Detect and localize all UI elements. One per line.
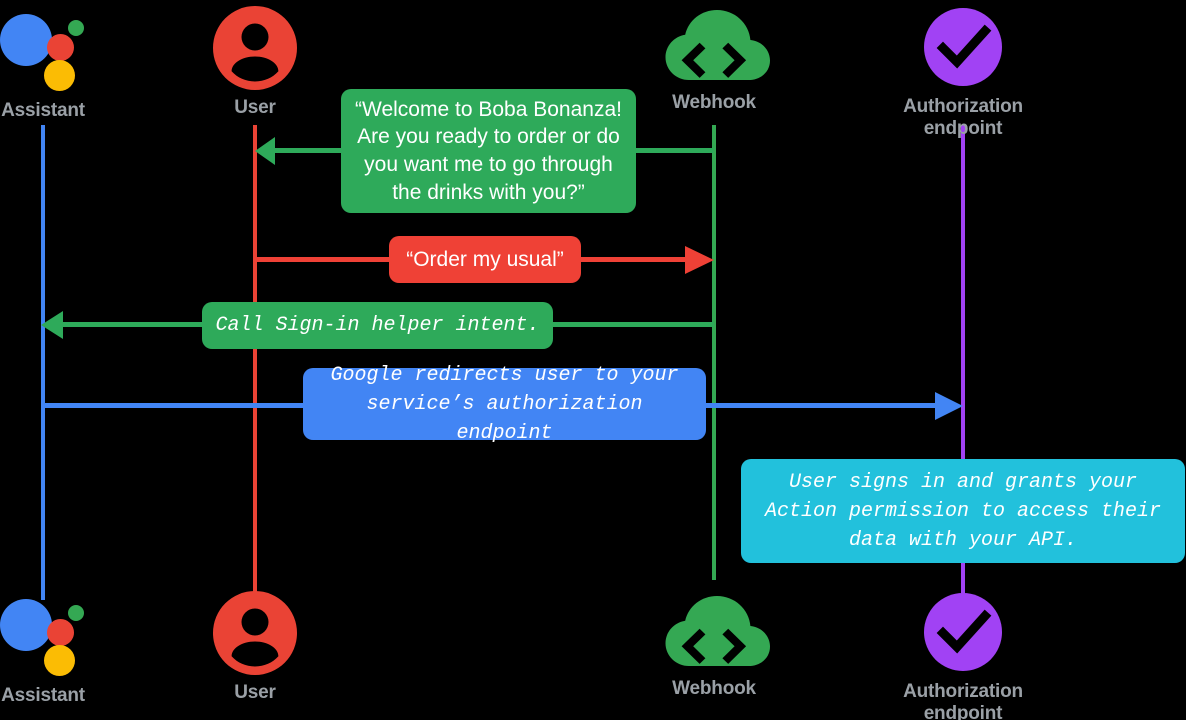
message-order-my-usual: “Order my usual” (389, 236, 581, 283)
assistant-dot-red (47, 619, 74, 646)
cloud-code-icon (658, 6, 770, 86)
assistant-dot-green (68, 605, 84, 621)
actor-label-assistant: Assistant (1, 100, 85, 121)
actor-label-user: User (234, 97, 276, 118)
google-assistant-logo (0, 593, 86, 679)
assistant-dot-blue (0, 599, 52, 651)
actor-label-user: User (234, 682, 276, 703)
assistant-dot-blue (0, 14, 52, 66)
actor-assistant-bottom: Assistant (0, 593, 133, 707)
actor-assistant-top: Assistant (0, 8, 133, 122)
actor-label-webhook: Webhook (672, 678, 756, 699)
assistant-dot-yellow (44, 60, 75, 91)
actor-authorization-endpoint-bottom: Authorization endpoint (873, 589, 1053, 720)
arrow-head-welcome (255, 136, 275, 165)
actor-label-webhook: Webhook (672, 92, 756, 113)
actor-webhook-bottom: Webhook (624, 592, 804, 700)
message-call-signin-helper: Call Sign-in helper intent. (202, 302, 553, 349)
actor-label-assistant: Assistant (1, 685, 85, 706)
purple-check-circle-icon (920, 4, 1006, 90)
arrow-head-order (685, 245, 714, 274)
lifeline-assistant (41, 125, 45, 600)
message-user-signs-in: User signs in and grants your Action per… (741, 459, 1185, 563)
message-welcome: “Welcome to Boba Bonanza! Are you ready … (341, 89, 636, 213)
lifeline-user (253, 125, 257, 600)
assistant-dot-yellow (44, 645, 75, 676)
assistant-dot-green (68, 20, 84, 36)
lifeline-authorization-endpoint (961, 125, 965, 600)
purple-check-circle-icon (920, 589, 1006, 675)
actor-user-top: User (165, 5, 345, 119)
cloud-code-icon (658, 592, 770, 672)
actor-label-authorization-endpoint: Authorization endpoint (903, 681, 1023, 720)
actor-label-authorization-endpoint: Authorization endpoint (903, 96, 1023, 139)
message-google-redirect: Google redirects user to your service’s … (303, 364, 706, 445)
actor-authorization-endpoint-top: Authorization endpoint (873, 4, 1053, 140)
arrow-head-signin-helper (41, 310, 63, 339)
lifeline-webhook (712, 125, 716, 580)
assistant-dot-red (47, 34, 74, 61)
user-avatar-icon (212, 590, 298, 676)
actor-user-bottom: User (165, 590, 345, 704)
user-avatar-icon (212, 5, 298, 91)
arrow-head-google-redirect (935, 391, 963, 420)
google-assistant-logo (0, 8, 86, 94)
actor-webhook-top: Webhook (624, 6, 804, 114)
